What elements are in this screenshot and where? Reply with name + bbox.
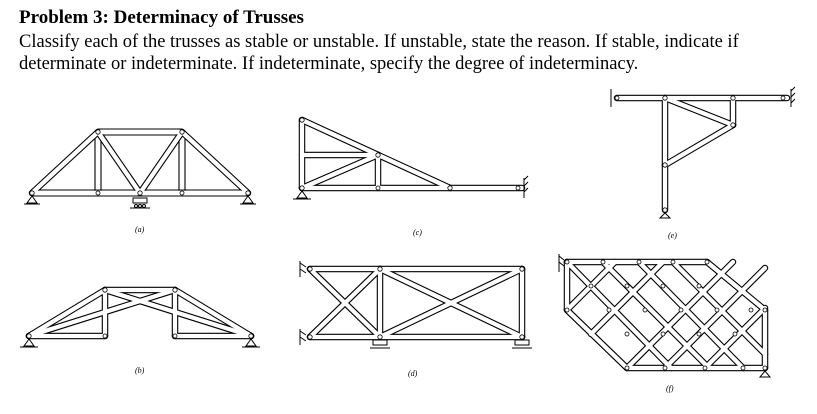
truss-b-members: [25, 286, 255, 340]
truss-e-supports: [610, 86, 796, 219]
problem-instructions: Classify each of the trusses as stable o…: [19, 32, 739, 74]
truss-c-diagram: [293, 116, 529, 200]
truss-d-members: [306, 265, 526, 341]
truss-b-supports: [20, 338, 260, 348]
truss-e-diagram: [610, 86, 796, 219]
problem-header: Problem 3: Determinacy of Trusses Classi…: [19, 6, 809, 75]
truss-d-supports: [299, 261, 532, 349]
truss-a-diagram: [24, 128, 256, 209]
truss-a-supports: [24, 195, 256, 209]
truss-b-diagram: [20, 286, 260, 348]
caption-e: (e): [668, 231, 677, 240]
problem-title: Problem 3: Determinacy of Trusses: [19, 7, 304, 28]
truss-f-members: [563, 258, 769, 372]
truss-c-supports: [293, 175, 529, 200]
truss-f-supports: [558, 254, 772, 378]
truss-e-members: [613, 94, 791, 214]
caption-b: (b): [135, 366, 145, 375]
caption-d: (d): [408, 369, 418, 378]
truss-a-members: [28, 128, 252, 197]
truss-d-diagram: [299, 261, 532, 349]
caption-c: (c): [413, 228, 422, 237]
caption-f: (f): [666, 384, 674, 393]
truss-f-diagram: [558, 254, 772, 378]
truss-c-members: [298, 116, 526, 192]
caption-a: (a): [135, 225, 145, 234]
